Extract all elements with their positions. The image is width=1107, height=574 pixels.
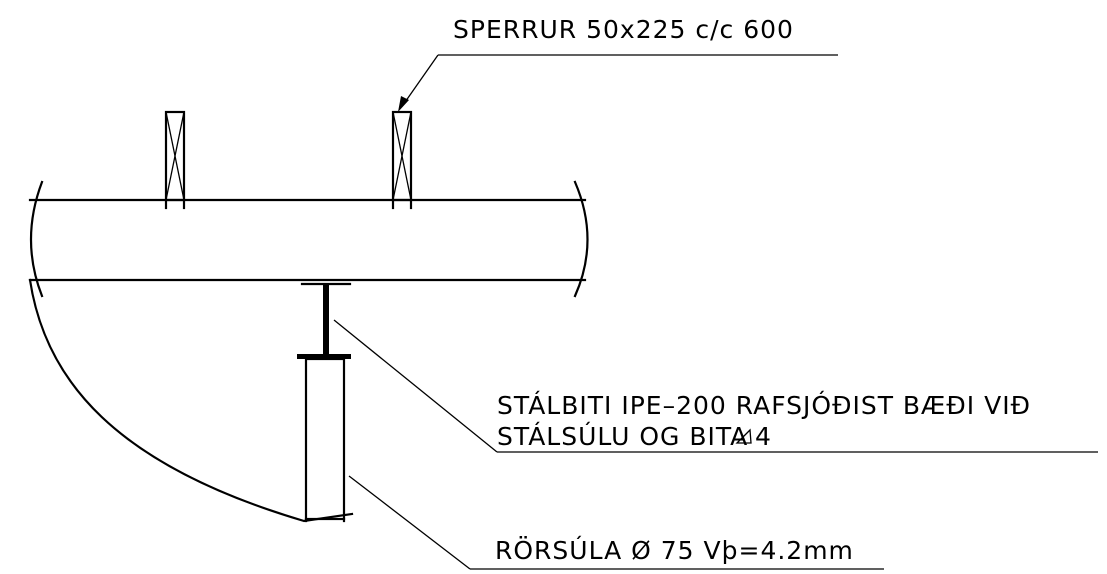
ipe-bottom-flange bbox=[297, 354, 351, 359]
steel-beam-label-line2: STÁLSÚLU OG BITA bbox=[497, 421, 748, 451]
leader-steel-beam-pointer bbox=[333, 319, 498, 453]
rafters-label: SPERRUR 50x225 c/c 600 bbox=[453, 15, 794, 44]
leader-steel-beam: STÁLBITI IPE–200 RAFSJÓÐIST BÆÐI VIÐ STÁ… bbox=[333, 319, 1098, 453]
rafter-left bbox=[164, 110, 186, 210]
beam-left-break-line bbox=[29, 180, 44, 298]
rafter-left-section bbox=[164, 110, 186, 202]
tube-column-body bbox=[304, 357, 346, 521]
steel-ipe-beam bbox=[297, 282, 352, 359]
leader-rafters-arrowhead bbox=[398, 96, 409, 112]
rafter-right-cross-b bbox=[392, 111, 412, 201]
ipe-web bbox=[323, 284, 329, 357]
weld-symbol-icon bbox=[735, 428, 752, 444]
rafter-left-cross-b bbox=[165, 111, 185, 201]
leader-rafters-pointer bbox=[402, 54, 439, 106]
beam-right-break-line bbox=[573, 180, 589, 298]
lower-arc-outline bbox=[28, 278, 354, 523]
tube-column bbox=[304, 357, 346, 523]
steel-beam-label-line1: STÁLBITI IPE–200 RAFSJÓÐIST BÆÐI VIÐ bbox=[497, 390, 1031, 420]
rafter-right-section bbox=[391, 110, 413, 202]
leader-tube-column: RÖRSÚLA Ø 75 Vþ=4.2mm bbox=[348, 475, 884, 570]
rafter-right bbox=[391, 110, 413, 210]
leader-tube-column-pointer bbox=[348, 475, 471, 570]
tube-column-label: RÖRSÚLA Ø 75 Vþ=4.2mm bbox=[495, 535, 854, 565]
leader-rafters: SPERRUR 50x225 c/c 600 bbox=[398, 15, 838, 112]
main-beam bbox=[28, 180, 589, 298]
weld-size-label: 4 bbox=[755, 422, 772, 451]
